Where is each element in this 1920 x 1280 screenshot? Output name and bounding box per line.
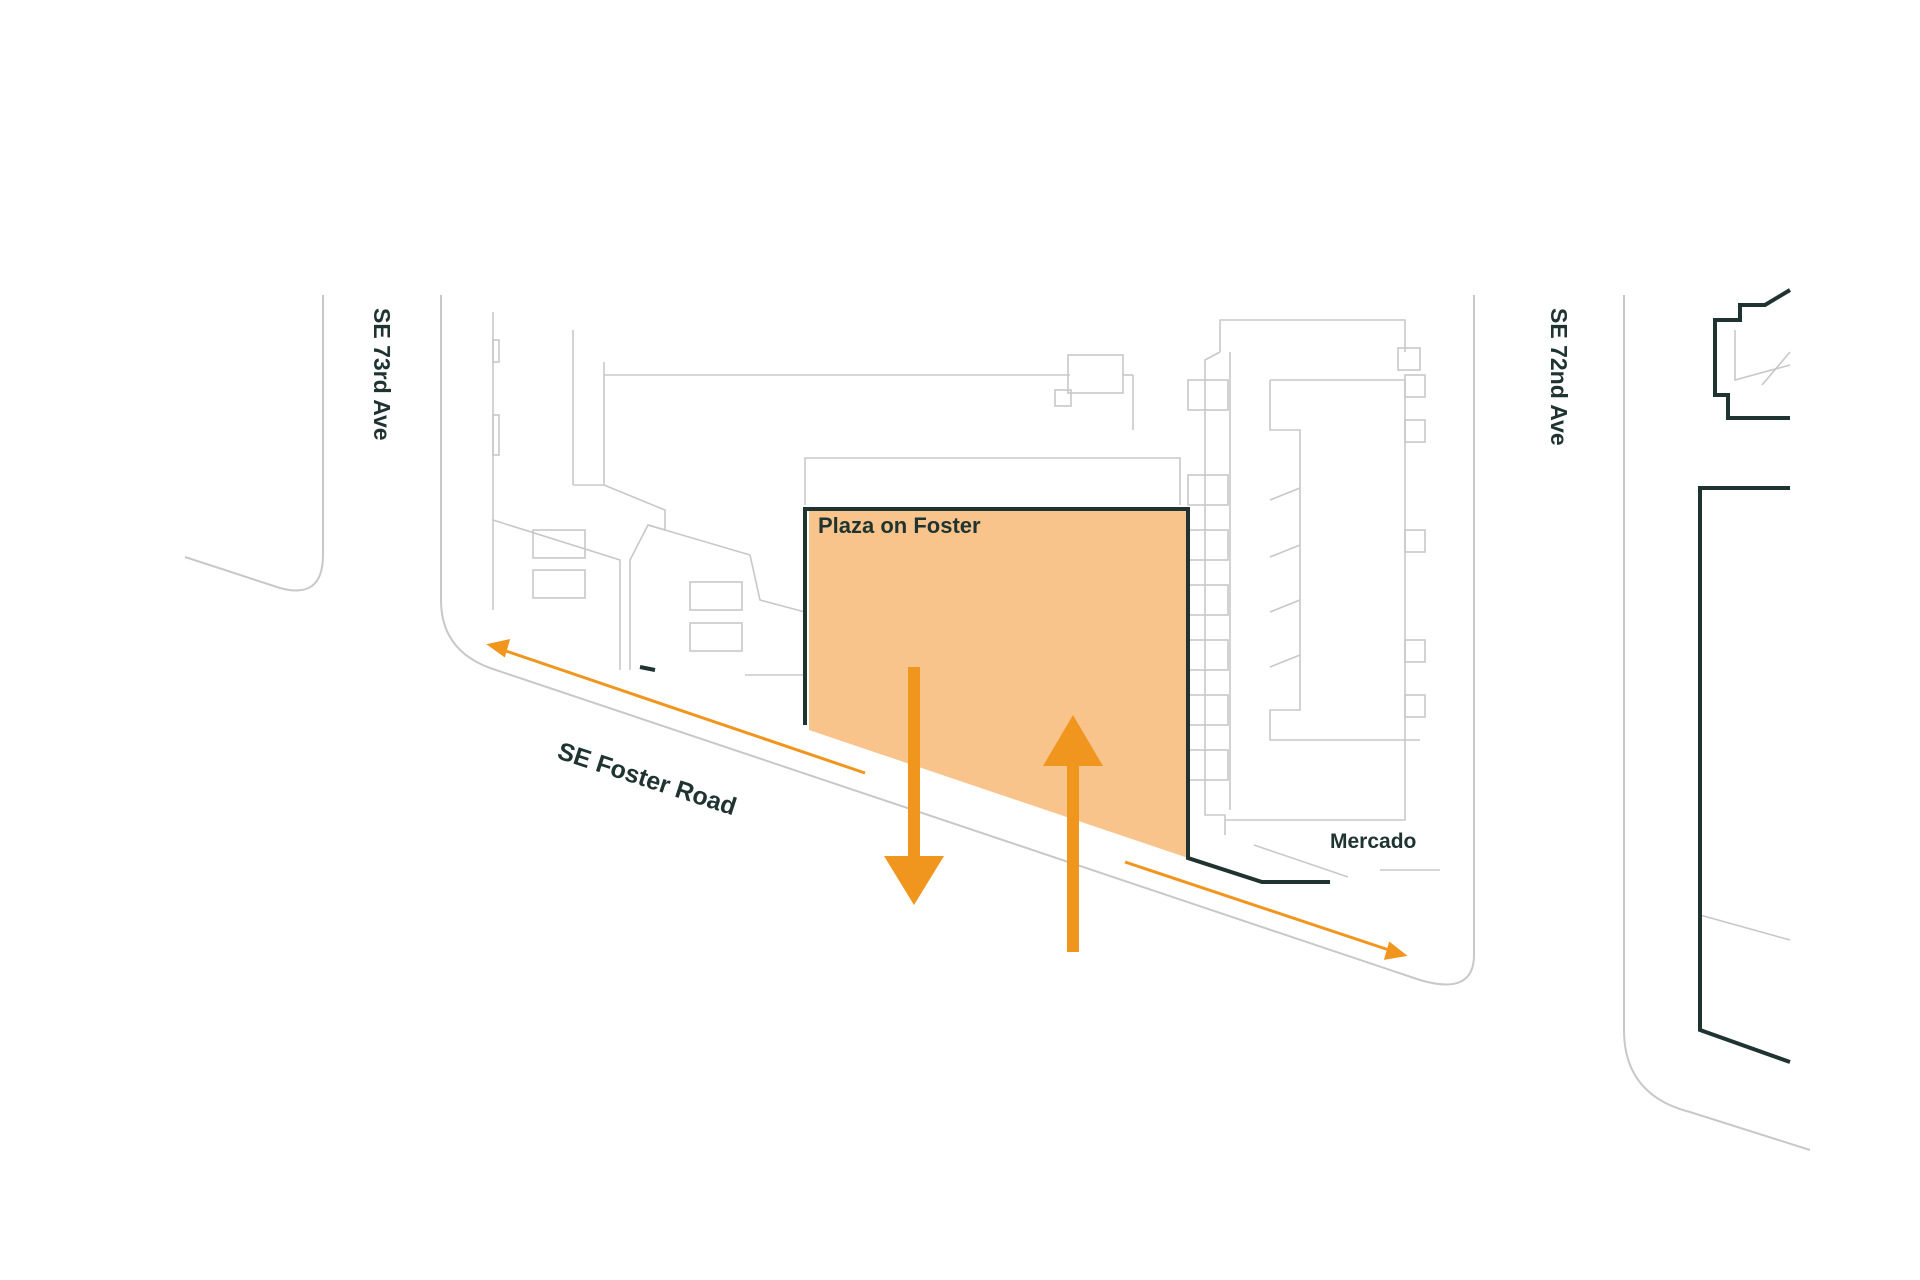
adjacent-block — [1698, 288, 1792, 1064]
movement-arrows — [884, 667, 1103, 952]
plaza-label: Plaza on Foster — [818, 513, 981, 538]
street-foster-label: SE Foster Road — [554, 737, 740, 821]
mercado-label: Mercado — [1330, 830, 1416, 853]
site-outline — [639, 507, 1330, 884]
arrow-right-head — [1383, 941, 1408, 960]
down-arrow-head — [884, 856, 944, 905]
street-curbs — [184, 295, 1811, 1151]
arrow-left-head — [486, 638, 511, 658]
building-interior-lines — [492, 312, 1791, 941]
street-73rd-label: SE 73rd Ave — [369, 308, 395, 441]
plaza-area — [809, 510, 1188, 858]
foster-road-arrows — [486, 638, 1408, 960]
up-arrow-head — [1043, 715, 1103, 766]
curb-73rd-east — [440, 295, 1475, 986]
curb-73rd-west — [184, 295, 324, 592]
street-72nd-label: SE 72nd Ave — [1546, 308, 1572, 446]
curb-72nd-east — [1623, 295, 1811, 1151]
up-arrow-shaft — [1067, 762, 1079, 952]
down-arrow-shaft — [908, 667, 920, 867]
